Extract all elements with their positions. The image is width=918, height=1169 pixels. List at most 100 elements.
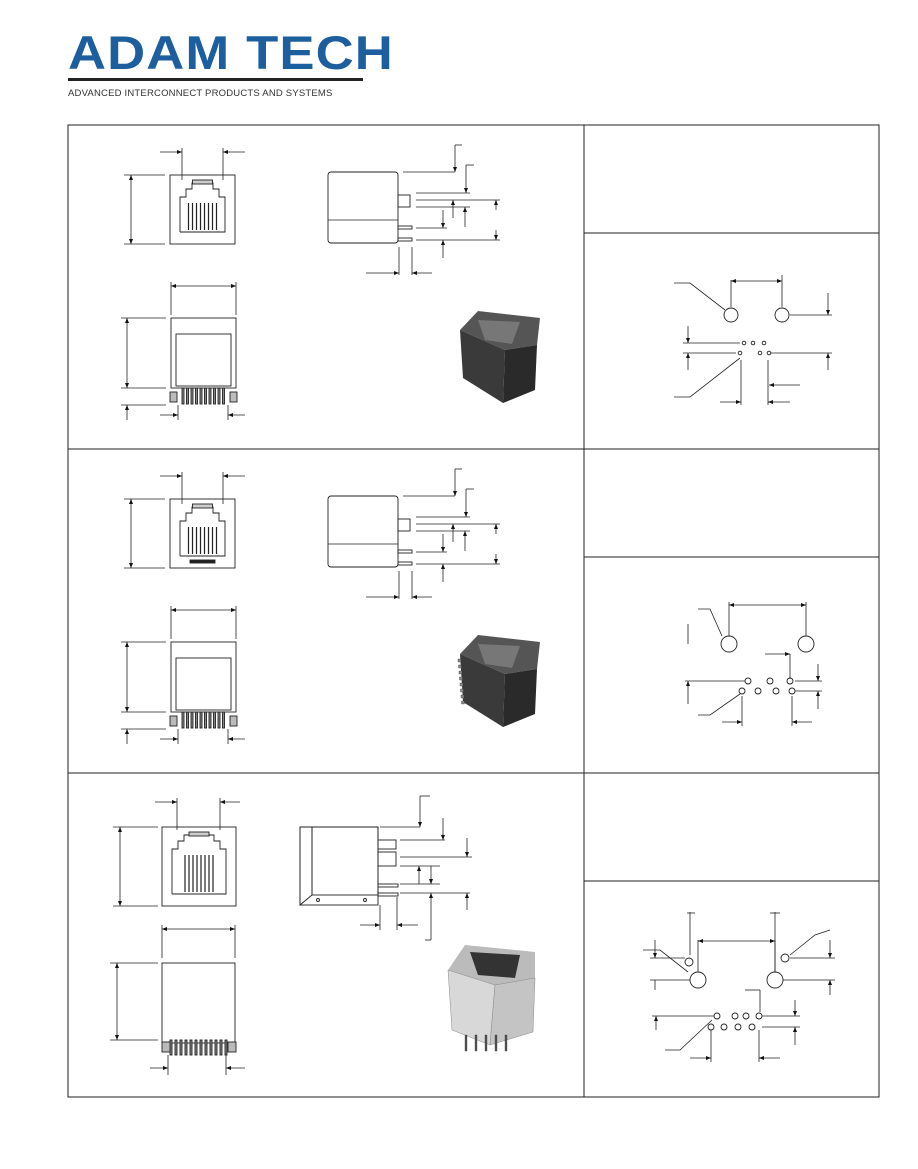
arrowhead <box>453 167 457 172</box>
photo-serration <box>459 676 463 681</box>
arrowhead <box>826 310 830 315</box>
leader-line <box>674 357 741 398</box>
arrowhead <box>129 563 133 568</box>
pin <box>179 1039 183 1056</box>
leader-line <box>674 282 726 311</box>
arrowhead <box>816 691 820 696</box>
arrowhead <box>118 827 122 832</box>
leader-line <box>789 929 831 956</box>
arrowhead <box>653 953 657 958</box>
arrowhead <box>494 559 498 564</box>
pin <box>204 387 207 405</box>
arrowhead <box>453 491 457 496</box>
arrowhead <box>737 720 742 724</box>
pin <box>208 387 212 405</box>
pin <box>186 387 189 405</box>
pin-hole <box>766 677 774 685</box>
pin-hole <box>761 340 767 346</box>
leader-line <box>698 693 741 716</box>
product-photo <box>460 311 540 403</box>
pin <box>189 1039 193 1056</box>
arrowhead <box>125 318 129 323</box>
drawing-panel-2 <box>121 449 880 774</box>
arrowhead <box>173 413 178 417</box>
product-photo <box>447 945 536 1052</box>
leader-line <box>643 949 689 973</box>
arrowhead <box>792 720 797 724</box>
arrowhead <box>412 595 417 599</box>
jack-front-outline <box>169 174 236 245</box>
side-pin <box>397 225 413 230</box>
mounting-hole <box>720 635 738 653</box>
pin-hole <box>734 1023 742 1031</box>
arrowhead <box>777 279 782 283</box>
arrowhead <box>173 737 178 741</box>
pin <box>195 711 198 729</box>
arrowhead <box>118 901 122 906</box>
photo-serration <box>461 700 465 705</box>
mounting-hole <box>723 307 739 323</box>
arrowhead <box>125 642 129 647</box>
arrowhead <box>451 524 455 529</box>
arrowhead <box>226 1066 231 1070</box>
arrowhead <box>451 200 455 205</box>
arrowhead <box>828 980 832 985</box>
arrowhead <box>494 235 498 240</box>
arrowhead <box>162 927 167 931</box>
pin <box>184 1039 188 1056</box>
arrowhead <box>231 284 236 288</box>
pin <box>219 1039 223 1056</box>
footprint-box <box>583 880 880 1098</box>
side-pin <box>397 237 413 242</box>
pin-hole <box>750 340 756 346</box>
photo-serration <box>459 682 464 687</box>
rivet <box>363 898 367 902</box>
side-pin <box>377 892 399 897</box>
shield-bevel <box>299 826 313 906</box>
pin-hole <box>741 340 747 346</box>
arrowhead <box>768 400 773 404</box>
arrowhead <box>793 1027 797 1032</box>
arrowhead <box>172 800 177 804</box>
pin-hole <box>731 1012 739 1020</box>
arrowhead <box>394 595 399 599</box>
pin <box>190 711 194 729</box>
mounting-hole <box>797 635 815 653</box>
latch <box>192 503 213 509</box>
arrowhead <box>125 405 129 410</box>
side-peg <box>377 851 397 867</box>
jack-top-inner <box>175 333 232 387</box>
photo-right-face <box>503 669 537 727</box>
pin-hole <box>707 1023 715 1031</box>
pin-hole <box>720 1023 728 1031</box>
arrowhead <box>736 400 741 404</box>
arrowhead <box>785 652 790 656</box>
arrowhead <box>464 512 468 517</box>
pin <box>204 1039 208 1056</box>
side-peg <box>397 194 411 208</box>
pin <box>190 387 194 405</box>
jack-opening <box>179 506 226 557</box>
peg <box>161 1041 171 1053</box>
arrowhead <box>115 1035 119 1040</box>
arrowhead <box>463 207 467 212</box>
pin-hole <box>772 687 780 695</box>
arrowhead <box>770 939 775 943</box>
drawing-panel-1 <box>121 125 880 450</box>
arrowhead <box>163 1066 168 1070</box>
pin <box>186 711 189 729</box>
arrowhead <box>698 939 703 943</box>
arrowhead <box>125 707 129 712</box>
arrowhead <box>394 271 399 275</box>
arrowhead <box>429 893 433 898</box>
arrowhead <box>171 284 176 288</box>
photo-port <box>478 644 520 668</box>
arrowhead <box>223 150 228 154</box>
pin-hole <box>744 677 752 685</box>
rivet <box>316 898 320 902</box>
pin <box>213 711 216 729</box>
arrowhead <box>686 353 690 358</box>
photo-serration <box>460 688 464 693</box>
arrowhead <box>686 681 690 686</box>
arrowhead <box>129 239 133 244</box>
